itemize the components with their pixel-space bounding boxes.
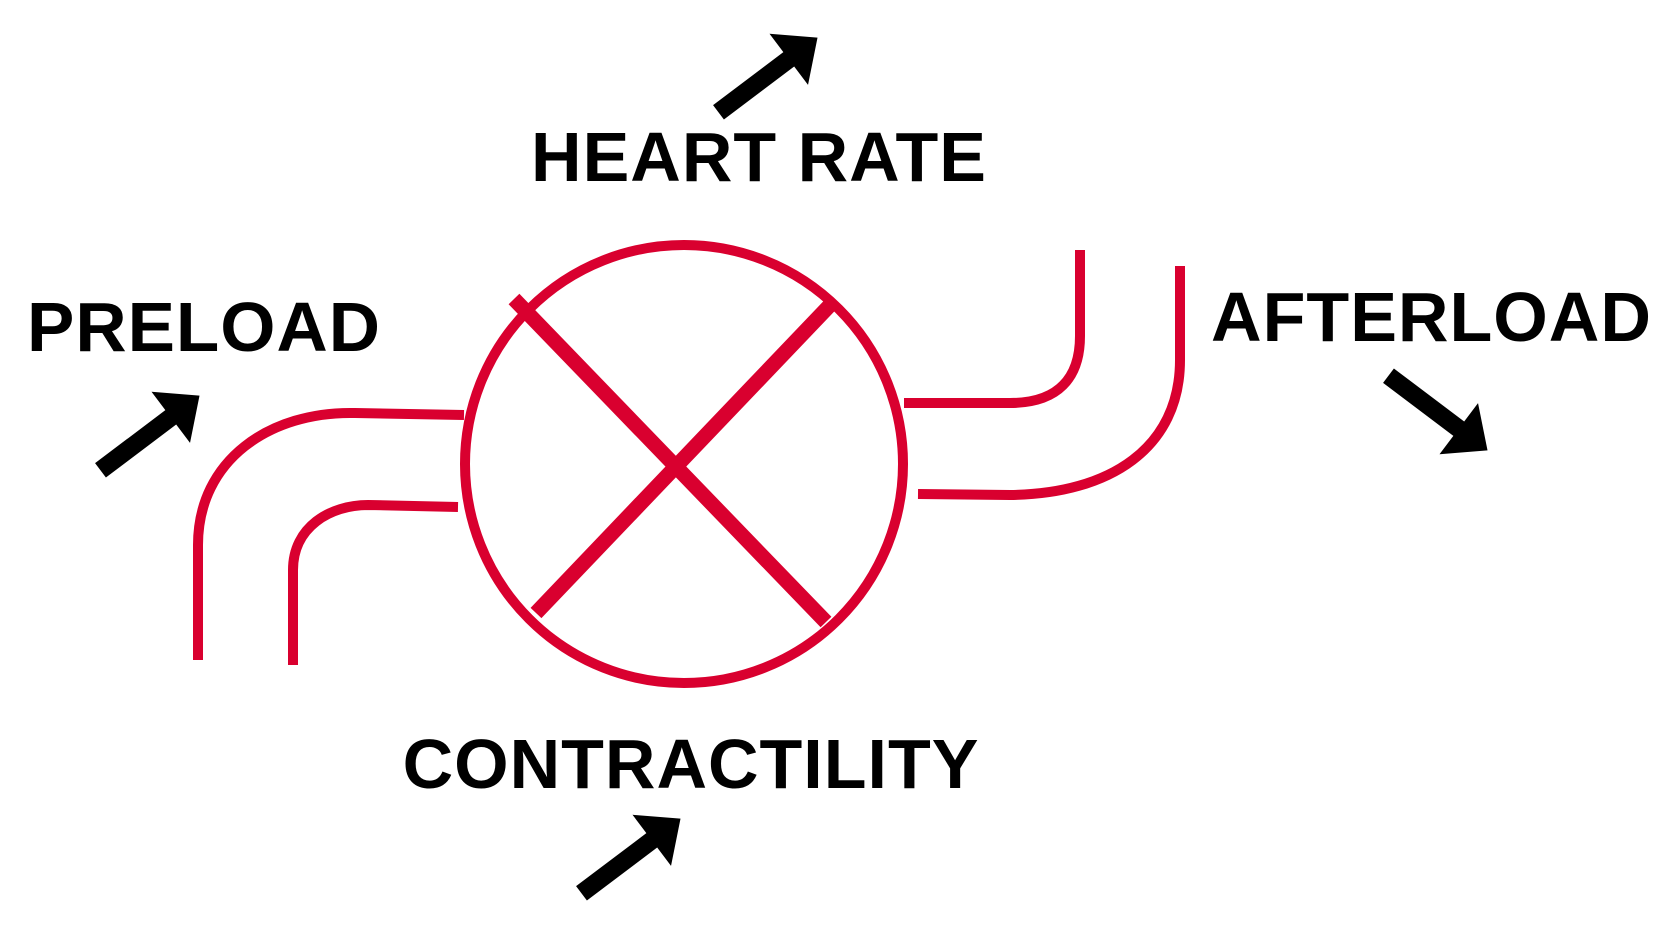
- pump-cross-line-1: [508, 293, 832, 628]
- afterload-label: AFTERLOAD: [1211, 278, 1652, 356]
- outflow-tube: [904, 250, 1185, 500]
- outflow-tube-upper: [904, 250, 1085, 408]
- arrow-up-right-icon: [81, 370, 219, 496]
- inflow-tube-outer: [193, 407, 465, 660]
- pump-cross-line-2: [530, 296, 839, 619]
- contractility-label: CONTRACTILITY: [403, 725, 980, 803]
- preload-label: PRELOAD: [27, 288, 381, 366]
- inflow-tube: [193, 407, 465, 665]
- heart-rate-label: HEART RATE: [531, 118, 987, 196]
- arrow-up-right-icon: [562, 793, 700, 919]
- outflow-tube-lower: [917, 266, 1185, 500]
- pump-circle-icon: [460, 240, 908, 688]
- inflow-tube-inner: [288, 500, 459, 665]
- heart-pump: [460, 240, 908, 688]
- arrow-down-right-icon: [1369, 350, 1507, 476]
